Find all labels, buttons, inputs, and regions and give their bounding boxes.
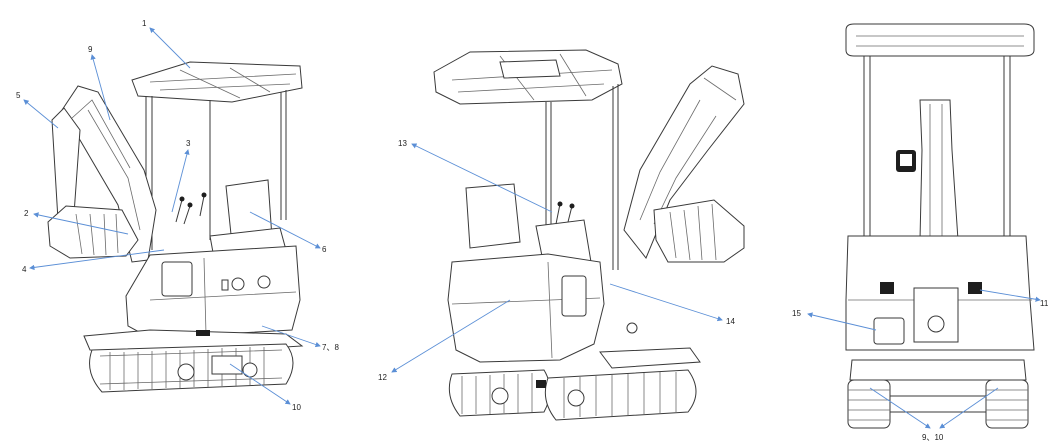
callout-label: 7、8 [322, 343, 339, 352]
excavator-view-rear [845, 23, 1035, 429]
callout-label: 10 [292, 403, 301, 412]
callout-label: 11 [1040, 299, 1049, 308]
callout-label: 14 [726, 317, 735, 326]
callout-label: 9 [88, 45, 93, 54]
callout-label: 12 [378, 373, 387, 382]
callout-label: 4 [22, 265, 27, 274]
excavator-view-rear-right [433, 49, 745, 421]
callout-label: 3 [186, 139, 191, 148]
callout-label: 6 [322, 245, 327, 254]
callout-label: 15 [792, 309, 801, 318]
callout-label: 5 [16, 91, 21, 100]
excavator-view-left-front [47, 61, 304, 393]
callout-label: 9、10 [922, 433, 944, 442]
callout-label: 2 [24, 209, 29, 218]
callout-label: 1 [142, 19, 147, 28]
leader-lines [23, 27, 1041, 429]
callout-labels: 1 9 5 3 2 4 6 7、8 10 13 14 12 11 15 9、10 [16, 19, 1049, 442]
callout-label: 13 [398, 139, 407, 148]
